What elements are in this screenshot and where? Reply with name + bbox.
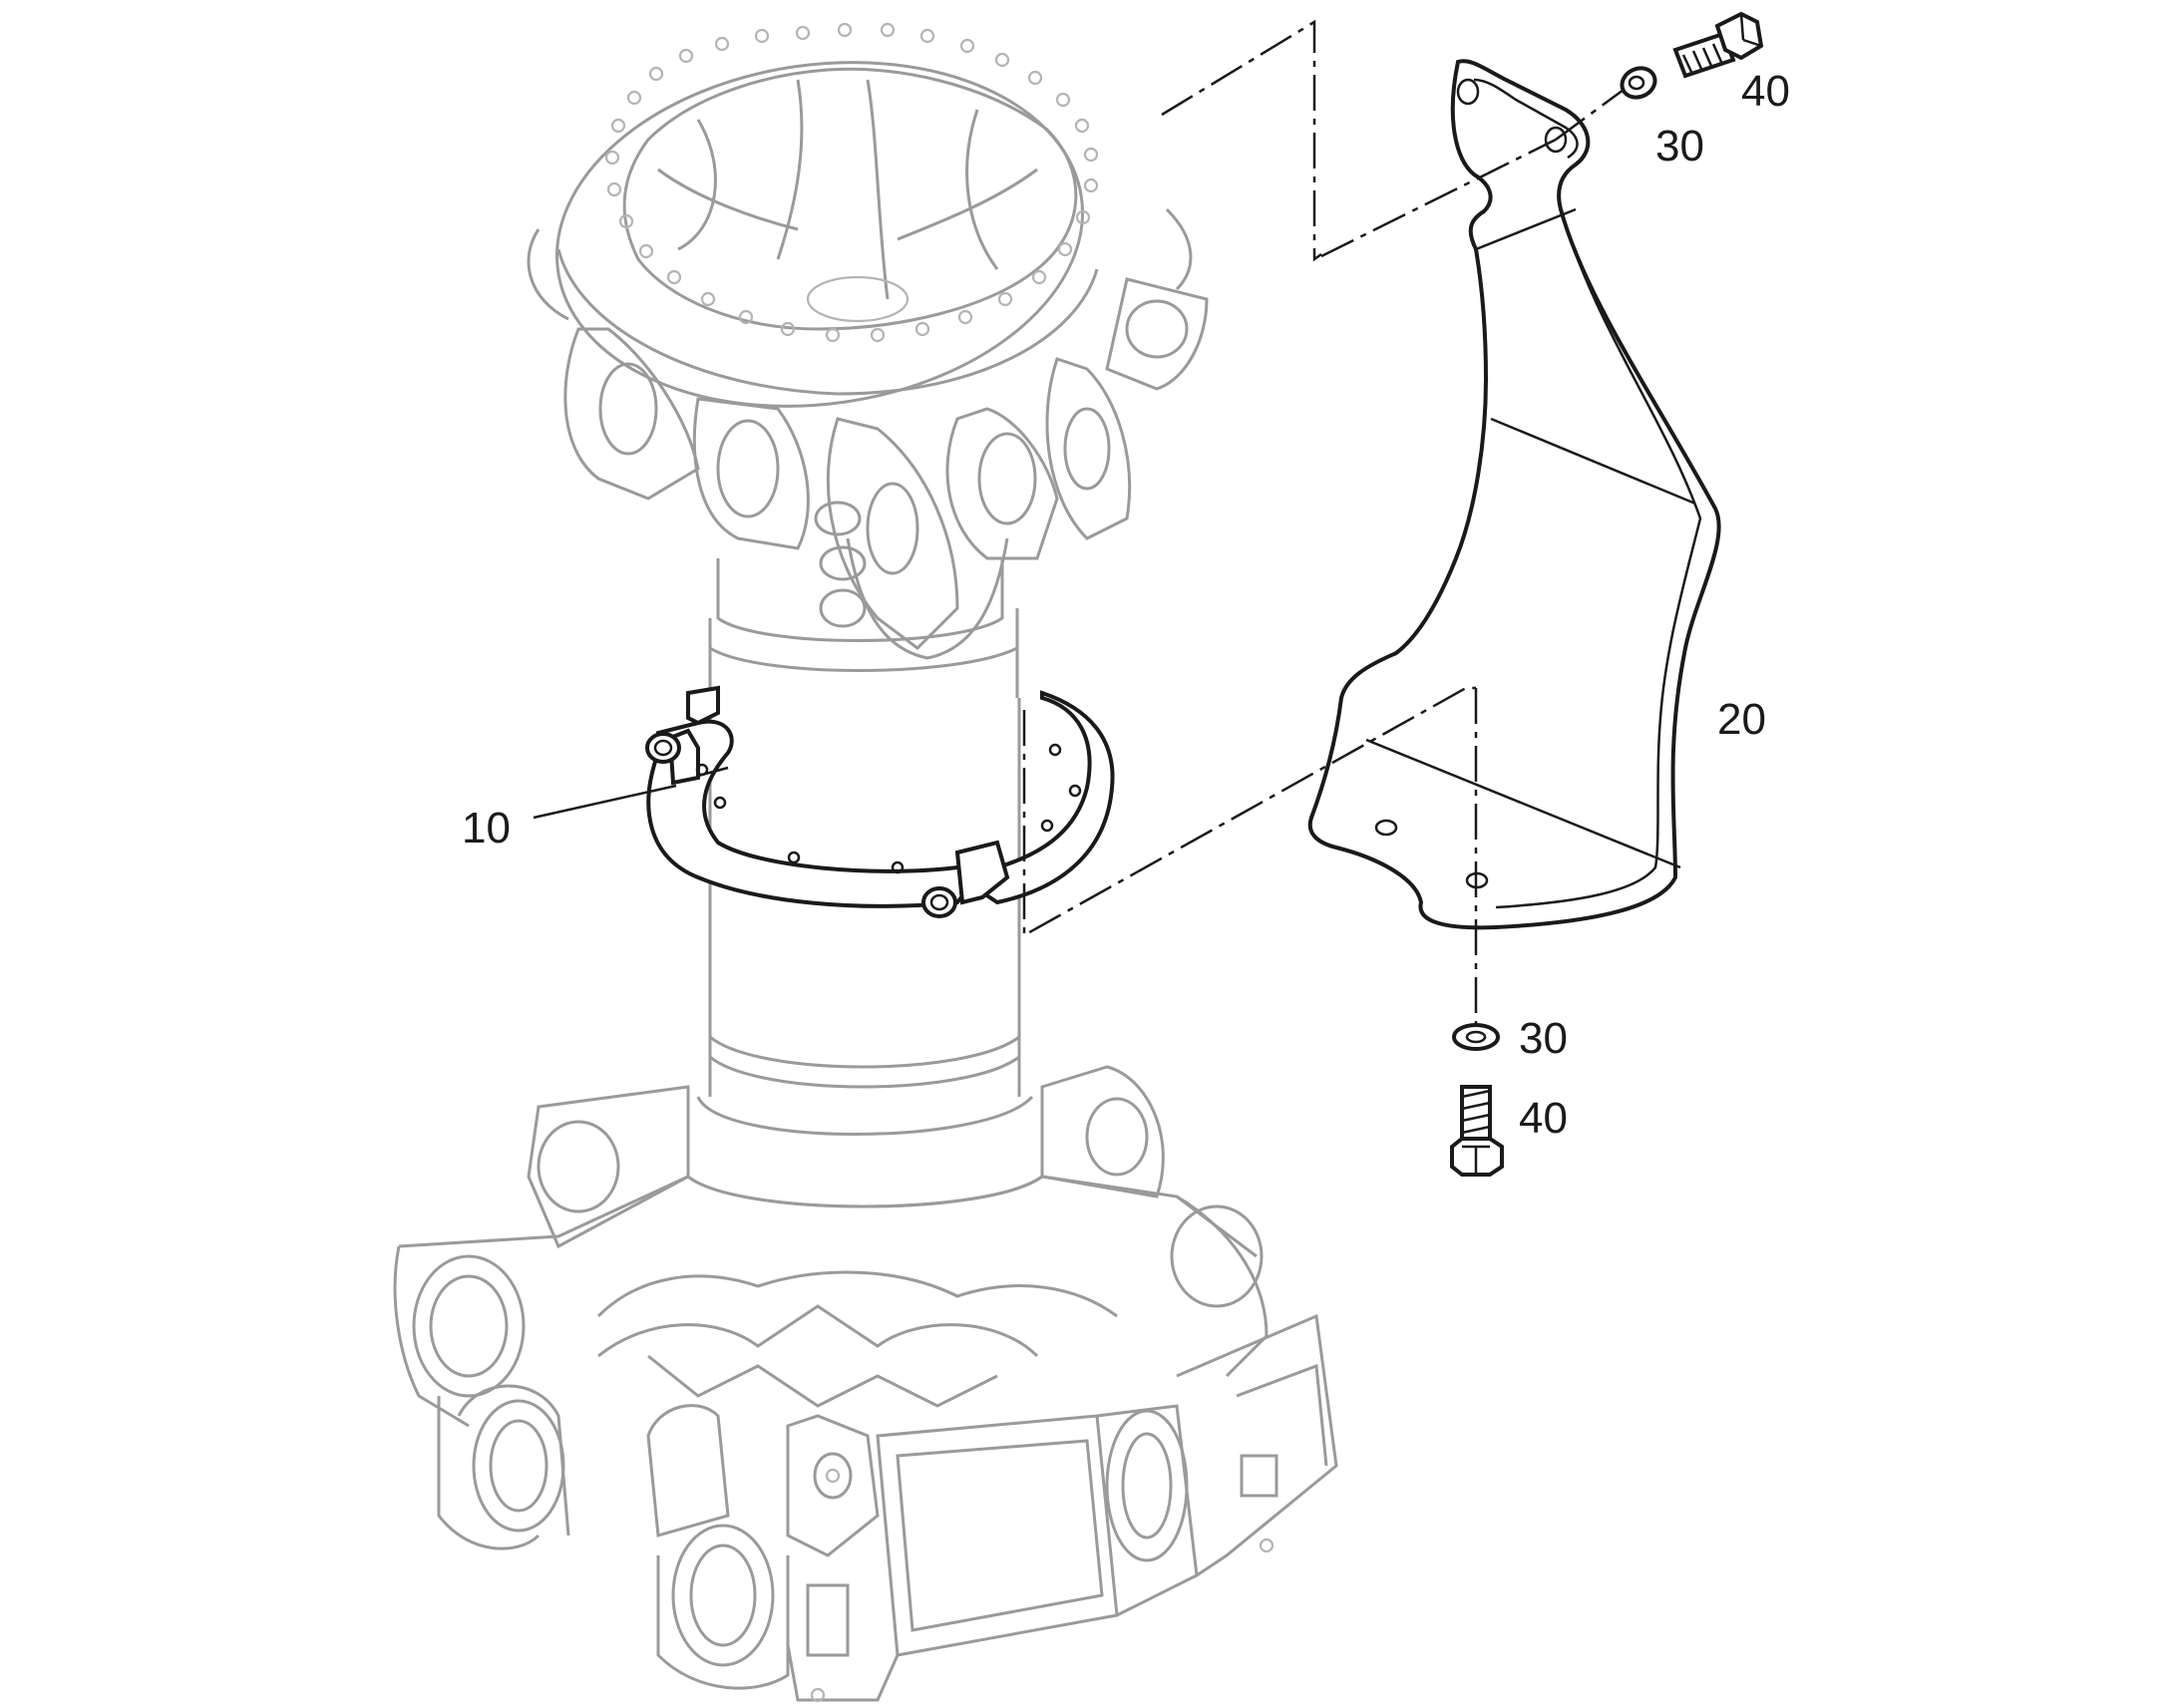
clamp-ring-part-10: [645, 685, 1115, 918]
callout-20: 20: [1717, 695, 1766, 744]
washer-top-part-30: [1620, 66, 1657, 100]
top-flange-lugs: [527, 207, 1209, 660]
callout-30-bottom: 30: [1519, 1014, 1568, 1063]
clamp-bolt-holes: [695, 743, 1082, 874]
washer-bottom-part-30: [1452, 1023, 1500, 1051]
bolt-bottom-part-40: [1450, 1085, 1504, 1177]
shield-plate-part-20: [1307, 59, 1721, 930]
flange-bolt-holes: [604, 22, 1099, 343]
assembly-centerlines: [1022, 19, 1625, 1025]
callout-40-bottom: 40: [1519, 1094, 1568, 1143]
callout-30-top: 30: [1655, 122, 1704, 171]
top-flange: [555, 22, 1099, 408]
callout-leaders: [533, 784, 677, 820]
callout-10: 10: [462, 804, 511, 853]
callout-40-top: 40: [1741, 67, 1790, 116]
bolt-top-part-40: [1672, 11, 1764, 79]
pillar-assembly: [393, 22, 1338, 1703]
base-hub: [393, 1065, 1338, 1703]
